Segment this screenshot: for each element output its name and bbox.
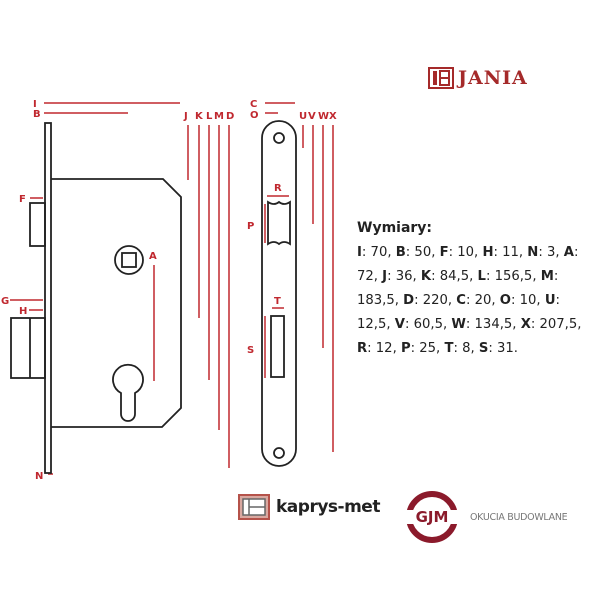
- label-H: H: [19, 306, 27, 317]
- label-S: S: [247, 345, 254, 356]
- dimension-item-R: R: 12,: [357, 341, 401, 356]
- gjm-logo: GJM OKUCIA BUDOWLANE: [406, 491, 568, 543]
- kaprys-met-logo: kaprys-met: [238, 494, 380, 520]
- label-V: V: [308, 111, 316, 122]
- lock-body: [10, 122, 182, 474]
- label-C: C: [250, 99, 257, 110]
- screw-hole-top: [273, 132, 285, 144]
- jania-wordmark: JANIA: [458, 67, 528, 89]
- label-D: D: [226, 111, 234, 122]
- label-J: J: [183, 111, 188, 122]
- label-K: K: [195, 111, 204, 122]
- label-F: F: [19, 194, 26, 205]
- label-G: G: [1, 296, 9, 307]
- dimensions-title: Wymiary:: [357, 220, 433, 236]
- dimension-item-X: X: 207,5,: [520, 317, 582, 332]
- screw-hole-bottom: [273, 447, 285, 459]
- dimension-lines: [10, 102, 334, 475]
- latch-bolt: [29, 202, 46, 247]
- faceplate: [44, 122, 52, 474]
- label-I: I: [33, 99, 37, 110]
- dimension-item-S: S: 31.: [478, 341, 518, 356]
- dead-bolt: [10, 317, 46, 379]
- latch-opening: [267, 200, 291, 246]
- dimension-item-U: U: 12,5,: [357, 293, 560, 332]
- label-L: L: [206, 111, 213, 122]
- dimension-labels: I B J K L M D C O U V W X F G H N A R P …: [1, 99, 337, 482]
- dimension-item-I: I: 70,: [357, 245, 396, 260]
- dimension-item-W: W: 134,5,: [451, 317, 521, 332]
- dimension-item-H: H: 11,: [482, 245, 528, 260]
- lock-case: [51, 178, 182, 428]
- strike-plate: [261, 120, 297, 467]
- dimension-item-K: K: 84,5,: [420, 269, 478, 284]
- dimension-item-N: N: 3,: [527, 245, 564, 260]
- dimensions-panel: Wymiary: I: 70, B: 50, F: 10, H: 11, N: …: [357, 216, 597, 361]
- dimension-item-T: T: 8,: [444, 341, 479, 356]
- gjm-emblem-icon: GJM: [406, 491, 458, 543]
- cylinder-hole: [112, 363, 144, 422]
- dimension-item-J: J: 36,: [382, 269, 421, 284]
- dimension-item-L: L: 156,5,: [477, 269, 541, 284]
- label-U: U: [299, 111, 307, 122]
- strike-plate-outline: [261, 120, 297, 467]
- label-W: W: [318, 111, 329, 122]
- dimension-item-D: D: 220,: [403, 293, 457, 308]
- label-X: X: [329, 111, 337, 122]
- dimension-item-B: B: 50,: [395, 245, 440, 260]
- label-N: N: [35, 471, 43, 482]
- label-P: P: [247, 221, 254, 232]
- dimension-item-O: O: 10,: [499, 293, 545, 308]
- jania-logo: JANIA: [428, 66, 528, 90]
- dimension-item-A: A: 72,: [357, 245, 579, 284]
- dimensions-list: I: 70, B: 50, F: 10, H: 11, N: 3, A: 72,…: [357, 241, 597, 361]
- dimension-item-P: P: 25,: [400, 341, 445, 356]
- spindle-square: [121, 252, 137, 268]
- label-B: B: [33, 109, 41, 120]
- label-O: O: [250, 110, 259, 121]
- dimension-item-C: C: 20,: [456, 293, 500, 308]
- dimension-item-F: F: 10,: [439, 245, 483, 260]
- dimension-item-M: M: 183,5,: [357, 269, 559, 308]
- bolt-opening: [270, 315, 285, 378]
- jania-emblem-icon: [428, 67, 454, 89]
- gjm-letters: GJM: [416, 508, 449, 526]
- kaprys-emblem-icon: [238, 494, 270, 520]
- kaprys-wordmark: kaprys-met: [276, 497, 380, 517]
- label-R: R: [274, 183, 282, 194]
- spindle-hub: [114, 245, 144, 275]
- label-A: A: [149, 251, 157, 262]
- gjm-tagline: OKUCIA BUDOWLANE: [470, 511, 568, 523]
- label-T: T: [274, 296, 281, 307]
- dimension-item-V: V: 60,5,: [394, 317, 452, 332]
- label-M: M: [214, 111, 224, 122]
